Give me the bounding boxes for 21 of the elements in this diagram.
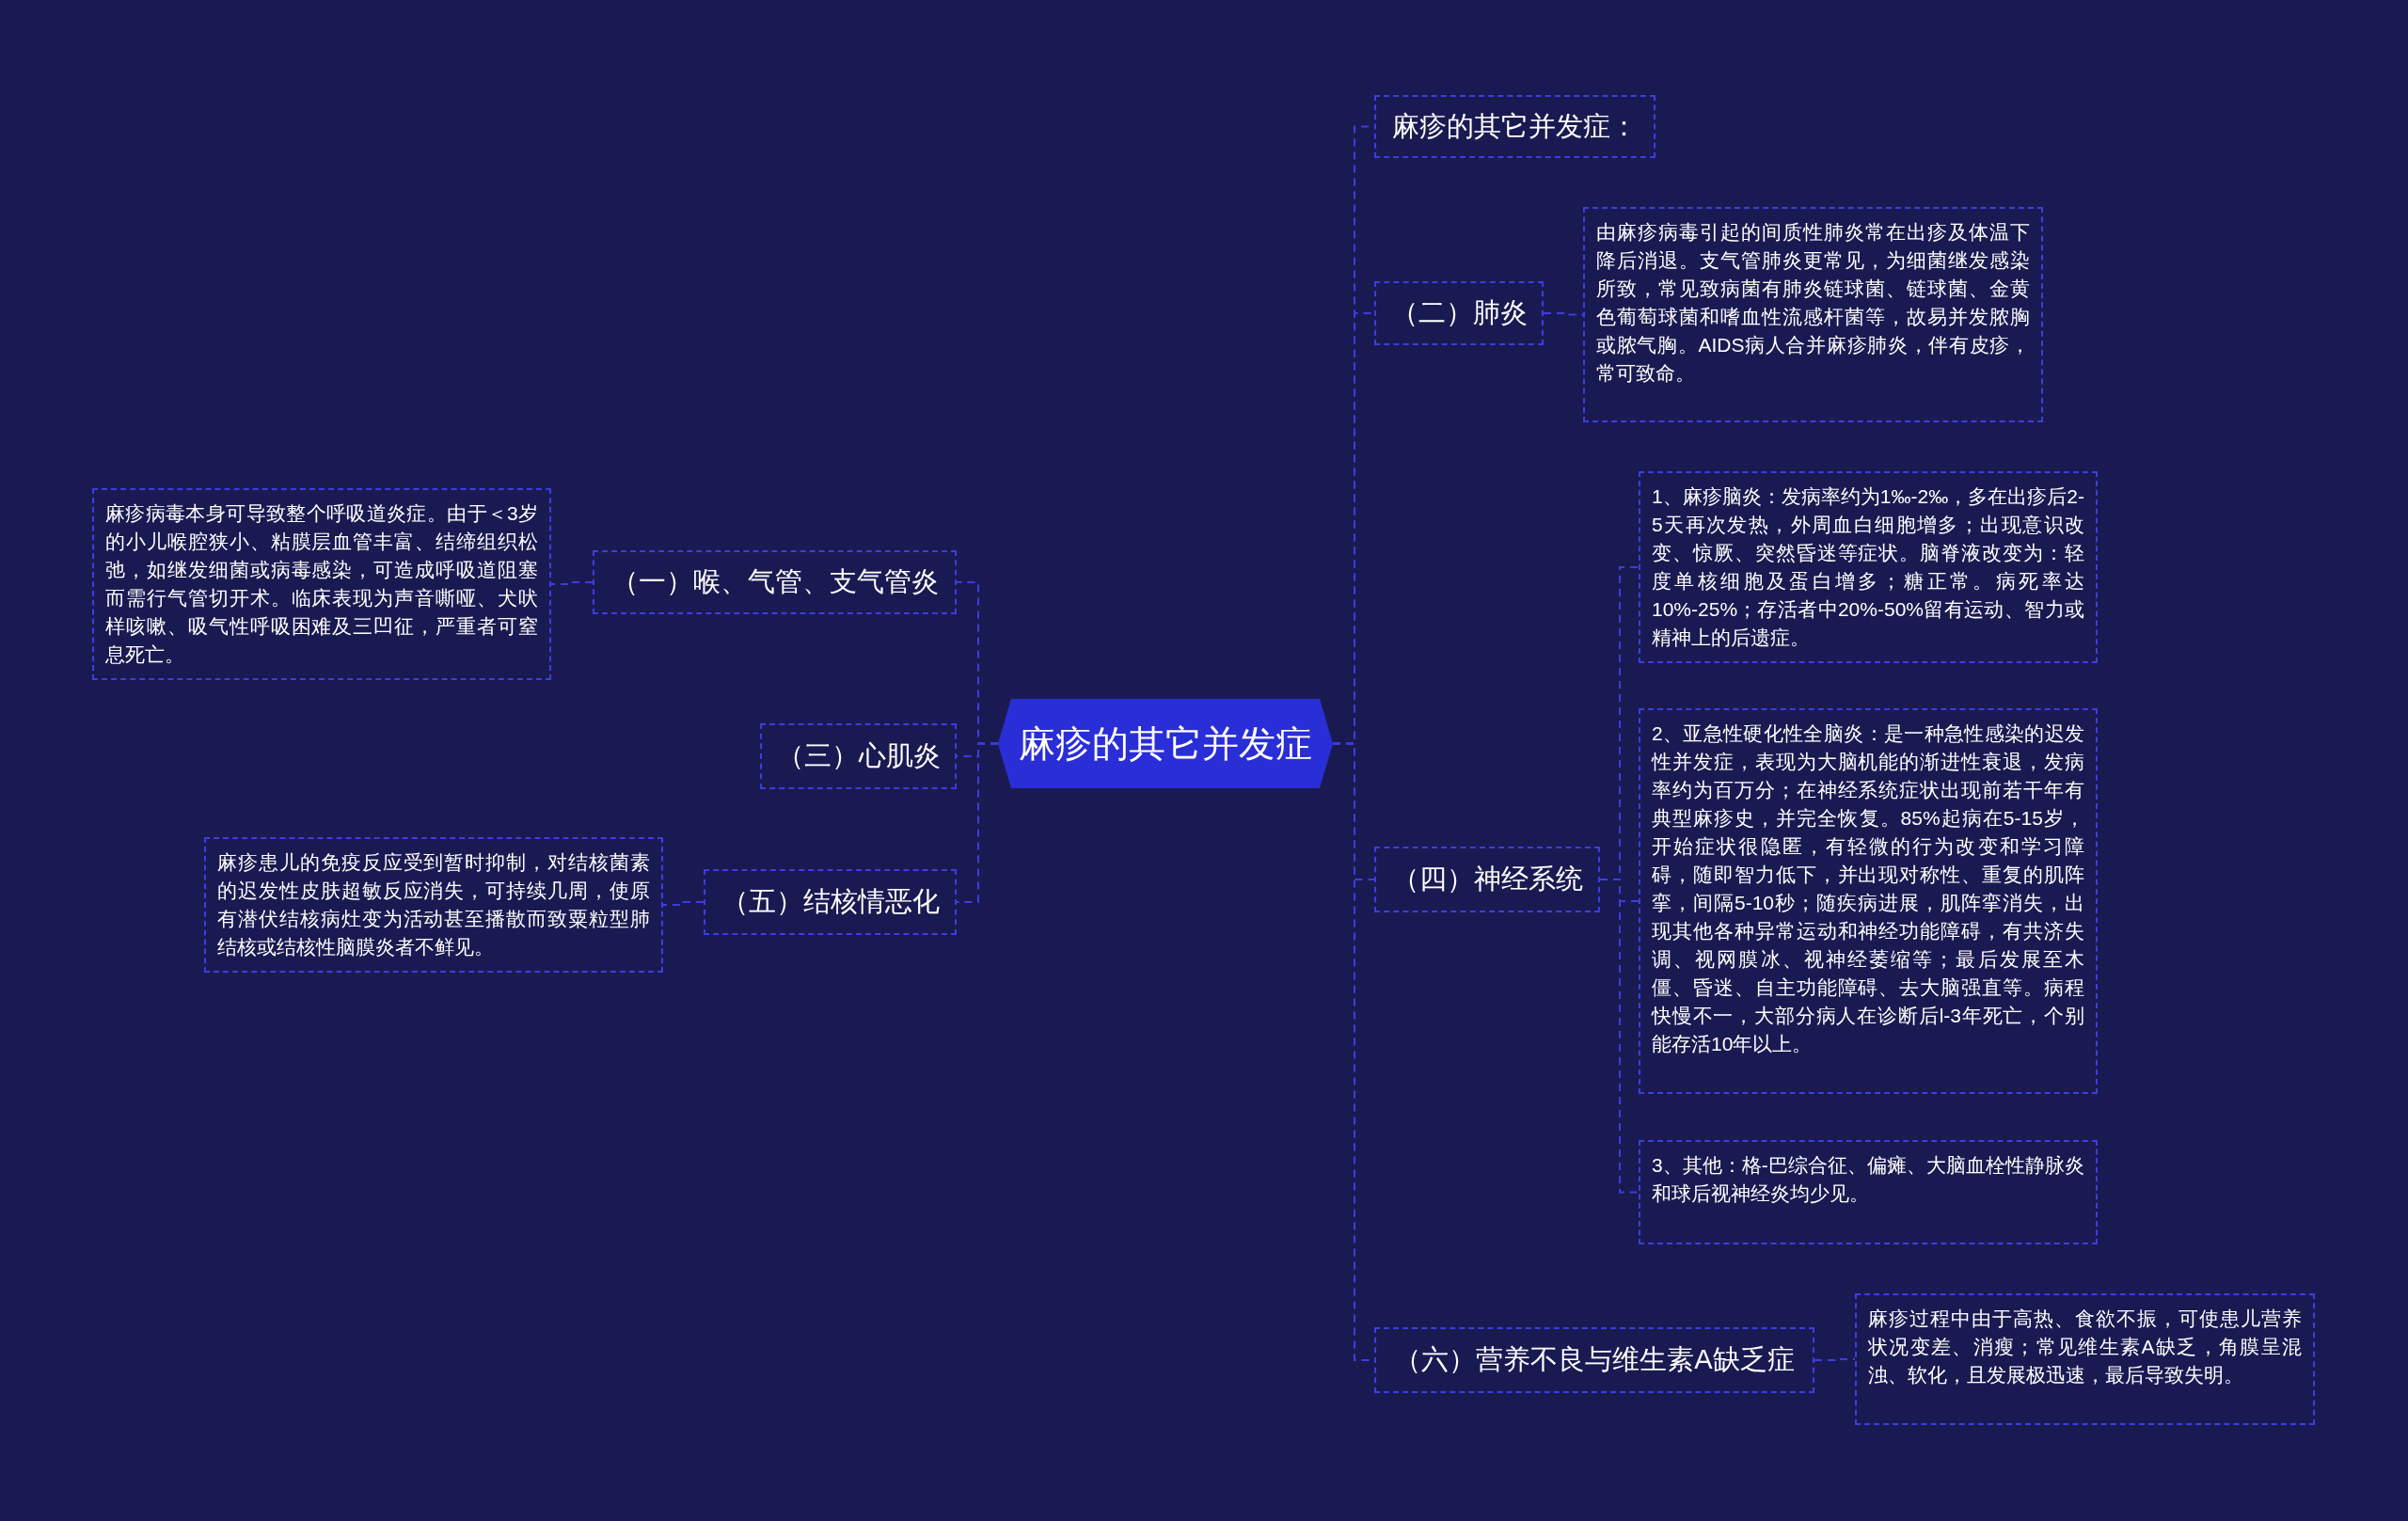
note-box: 1、麻疹脑炎：发病率约为1‰-2‰，多在出疹后2-5天再次发热，外周血白细胞增多；出现意识改变、惊厥、突然昏迷等症状。脑脊液改变为：轻度单核细胞及蛋白增多；糖正常。病死率达10%-25%；存活者中20%-50%留有运动、智力或精神上的后遗症。: [1639, 471, 2098, 663]
note-box: 麻疹患儿的免疫反应受到暂时抑制，对结核菌素的迟发性皮肤超敏反应消失，可持续几周，使原有潜伏结核病灶变为活动甚至播散而致粟粒型肺结核或结核性脑膜炎者不鲜见。: [204, 837, 663, 973]
note-box: 麻疹过程中由于高热、食欲不振，可使患儿营养状况变差、消瘦；常见维生素A缺乏，角膜呈混浊、软化，且发展极迅速，最后导致失明。: [1855, 1293, 2315, 1425]
connector-line: [956, 742, 999, 903]
connector-line: [1599, 879, 1640, 1194]
note-box: 3、其他：格-巴综合征、偏瘫、大脑血栓性静脉炎和球后视神经炎均少见。: [1639, 1140, 2098, 1244]
connector-line: [1814, 1358, 1856, 1361]
central-topic: 麻疹的其它并发症: [998, 699, 1333, 788]
topic-box: （四）神经系统: [1374, 847, 1600, 912]
note-box: 2、亚急性硬化性全脑炎：是一种急性感染的迟发性并发症，表现为大脑机能的渐进性衰退，发病率约为百万分；在神经系统症状出现前若干年有典型麻疹史，并完全恢复。85%起病在5-15岁，开始症状很隐匿，有轻微的行为改变和学习障碍，随即智力低下，并出现对称性、重复的肌阵挛，间隔5-10秒；随疾病进展，肌阵挛消失，出现其他各种异常运动和神经功能障碍，有共济失调、视网膜冰、视神经萎缩等；最后发展至木僵、昏迷、自主功能障碍、去大脑强直等。病程快慢不一，大部分病人在诊断后l-3年死亡，个别能存活10年以上。: [1639, 708, 2098, 1094]
topic-box: （三）心肌炎: [760, 723, 957, 789]
note-box: 由麻疹病毒引起的间质性肺炎常在出疹及体温下降后消退。支气管肺炎更常见，为细菌继发感染所致，常见致病菌有肺炎链球菌、链球菌、金黄色葡萄球菌和嗜血性流感杆菌等，故易并发脓胸或脓气胸。AIDS病人合并麻疹肺炎，伴有皮疹，常可致命。: [1583, 207, 2043, 422]
note-box: 麻疹病毒本身可导致整个呼吸道炎症。由于＜3岁的小儿喉腔狭小、粘膜层血管丰富、结缔组织松弛，如继发细菌或病毒感染，可造成呼吸道阻塞而需行气管切开术。临床表现为声音嘶哑、犬吠样咳嗽、吸气性呼吸困难及三凹征，严重者可窒息死亡。: [92, 488, 551, 680]
connector-line: [1543, 312, 1584, 316]
topic-box: （一）喉、气管、支气管炎: [593, 550, 957, 614]
topic-box: （二）肺炎: [1374, 281, 1544, 345]
connector-line: [550, 581, 594, 585]
topic-box: 麻疹的其它并发症：: [1374, 95, 1656, 158]
topic-box: （五）结核情恶化: [704, 869, 957, 935]
topic-box: （六）营养不良与维生素A缺乏症: [1374, 1327, 1814, 1393]
connector-line: [662, 901, 705, 906]
